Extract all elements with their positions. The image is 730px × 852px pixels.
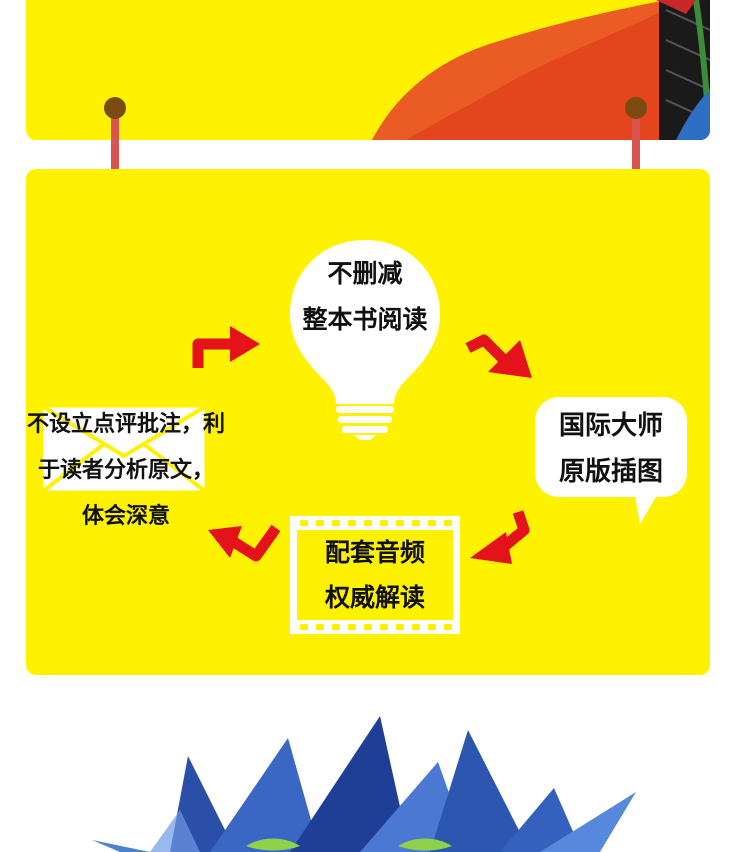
note-line-1: 不设立点评批注，利 — [26, 412, 225, 437]
top-illustration-panel — [26, 0, 710, 140]
film-frame — [297, 530, 453, 620]
bulb-line-1: 不删减 — [327, 259, 403, 288]
film-line-2: 权威解读 — [324, 583, 425, 612]
bubble-line-2: 原版插图 — [558, 457, 663, 487]
speech-bubble-tail — [634, 490, 660, 524]
hanger-knob — [625, 97, 647, 119]
film-line-1: 配套音频 — [324, 538, 425, 567]
hanger-knob — [104, 97, 126, 119]
light-bulb-icon — [290, 240, 440, 440]
film-perforations — [300, 520, 452, 630]
arrow-icon-up-right — [192, 326, 260, 368]
arrow-icon-down-right — [465, 334, 532, 378]
bulb-line-2: 整本书阅读 — [302, 305, 428, 334]
speech-bubble — [535, 397, 687, 497]
top-illustration-art — [372, 0, 710, 140]
envelope-icon — [40, 404, 208, 494]
hanger-left — [111, 108, 119, 198]
arrow-icon-left — [208, 524, 280, 562]
hanger-right — [632, 108, 640, 198]
arrow-icon-down-left — [470, 510, 530, 564]
note-line-2: 于读者分析原文， — [37, 458, 214, 483]
bottom-illustration-art — [92, 716, 636, 852]
note-line-3: 体会深意 — [81, 504, 170, 529]
bubble-line-1: 国际大师 — [558, 411, 663, 441]
